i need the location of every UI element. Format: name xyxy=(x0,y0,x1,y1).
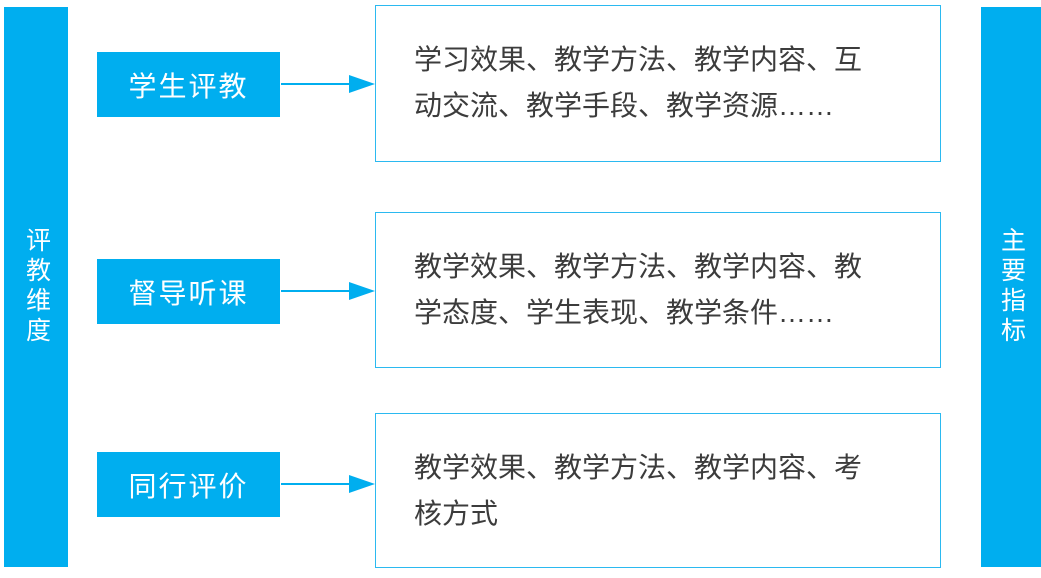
dimension-box-supervisor-observation: 督导听课 xyxy=(97,259,280,324)
left-axis-label: 评教维度 xyxy=(22,227,51,347)
indicator-box-student-evaluation: 学习效果、教学方法、教学内容、互动交流、教学手段、教学资源…… xyxy=(375,5,941,162)
dimension-label: 督导听课 xyxy=(128,277,249,309)
indicator-text: 学习效果、教学方法、教学内容、互动交流、教学手段、教学资源…… xyxy=(414,44,863,121)
dimension-label: 同行评价 xyxy=(128,470,249,502)
dimension-box-peer-review: 同行评价 xyxy=(97,452,280,517)
indicator-text: 教学效果、教学方法、教学内容、考核方式 xyxy=(414,452,863,529)
arrow-right-icon xyxy=(281,282,375,300)
arrow-right-icon xyxy=(281,75,375,93)
left-axis-bar: 评教维度 xyxy=(4,7,68,567)
indicator-text: 教学效果、教学方法、教学内容、教学态度、学生表现、教学条件…… xyxy=(414,251,863,328)
dimension-label: 学生评教 xyxy=(128,70,249,102)
arrow-right-icon xyxy=(281,475,375,493)
right-axis-label: 主要指标 xyxy=(997,227,1026,347)
right-axis-bar: 主要指标 xyxy=(981,7,1041,567)
indicator-box-peer-review: 教学效果、教学方法、教学内容、考核方式 xyxy=(375,413,941,568)
indicator-box-supervisor-observation: 教学效果、教学方法、教学内容、教学态度、学生表现、教学条件…… xyxy=(375,212,941,368)
dimension-box-student-evaluation: 学生评教 xyxy=(97,52,280,117)
